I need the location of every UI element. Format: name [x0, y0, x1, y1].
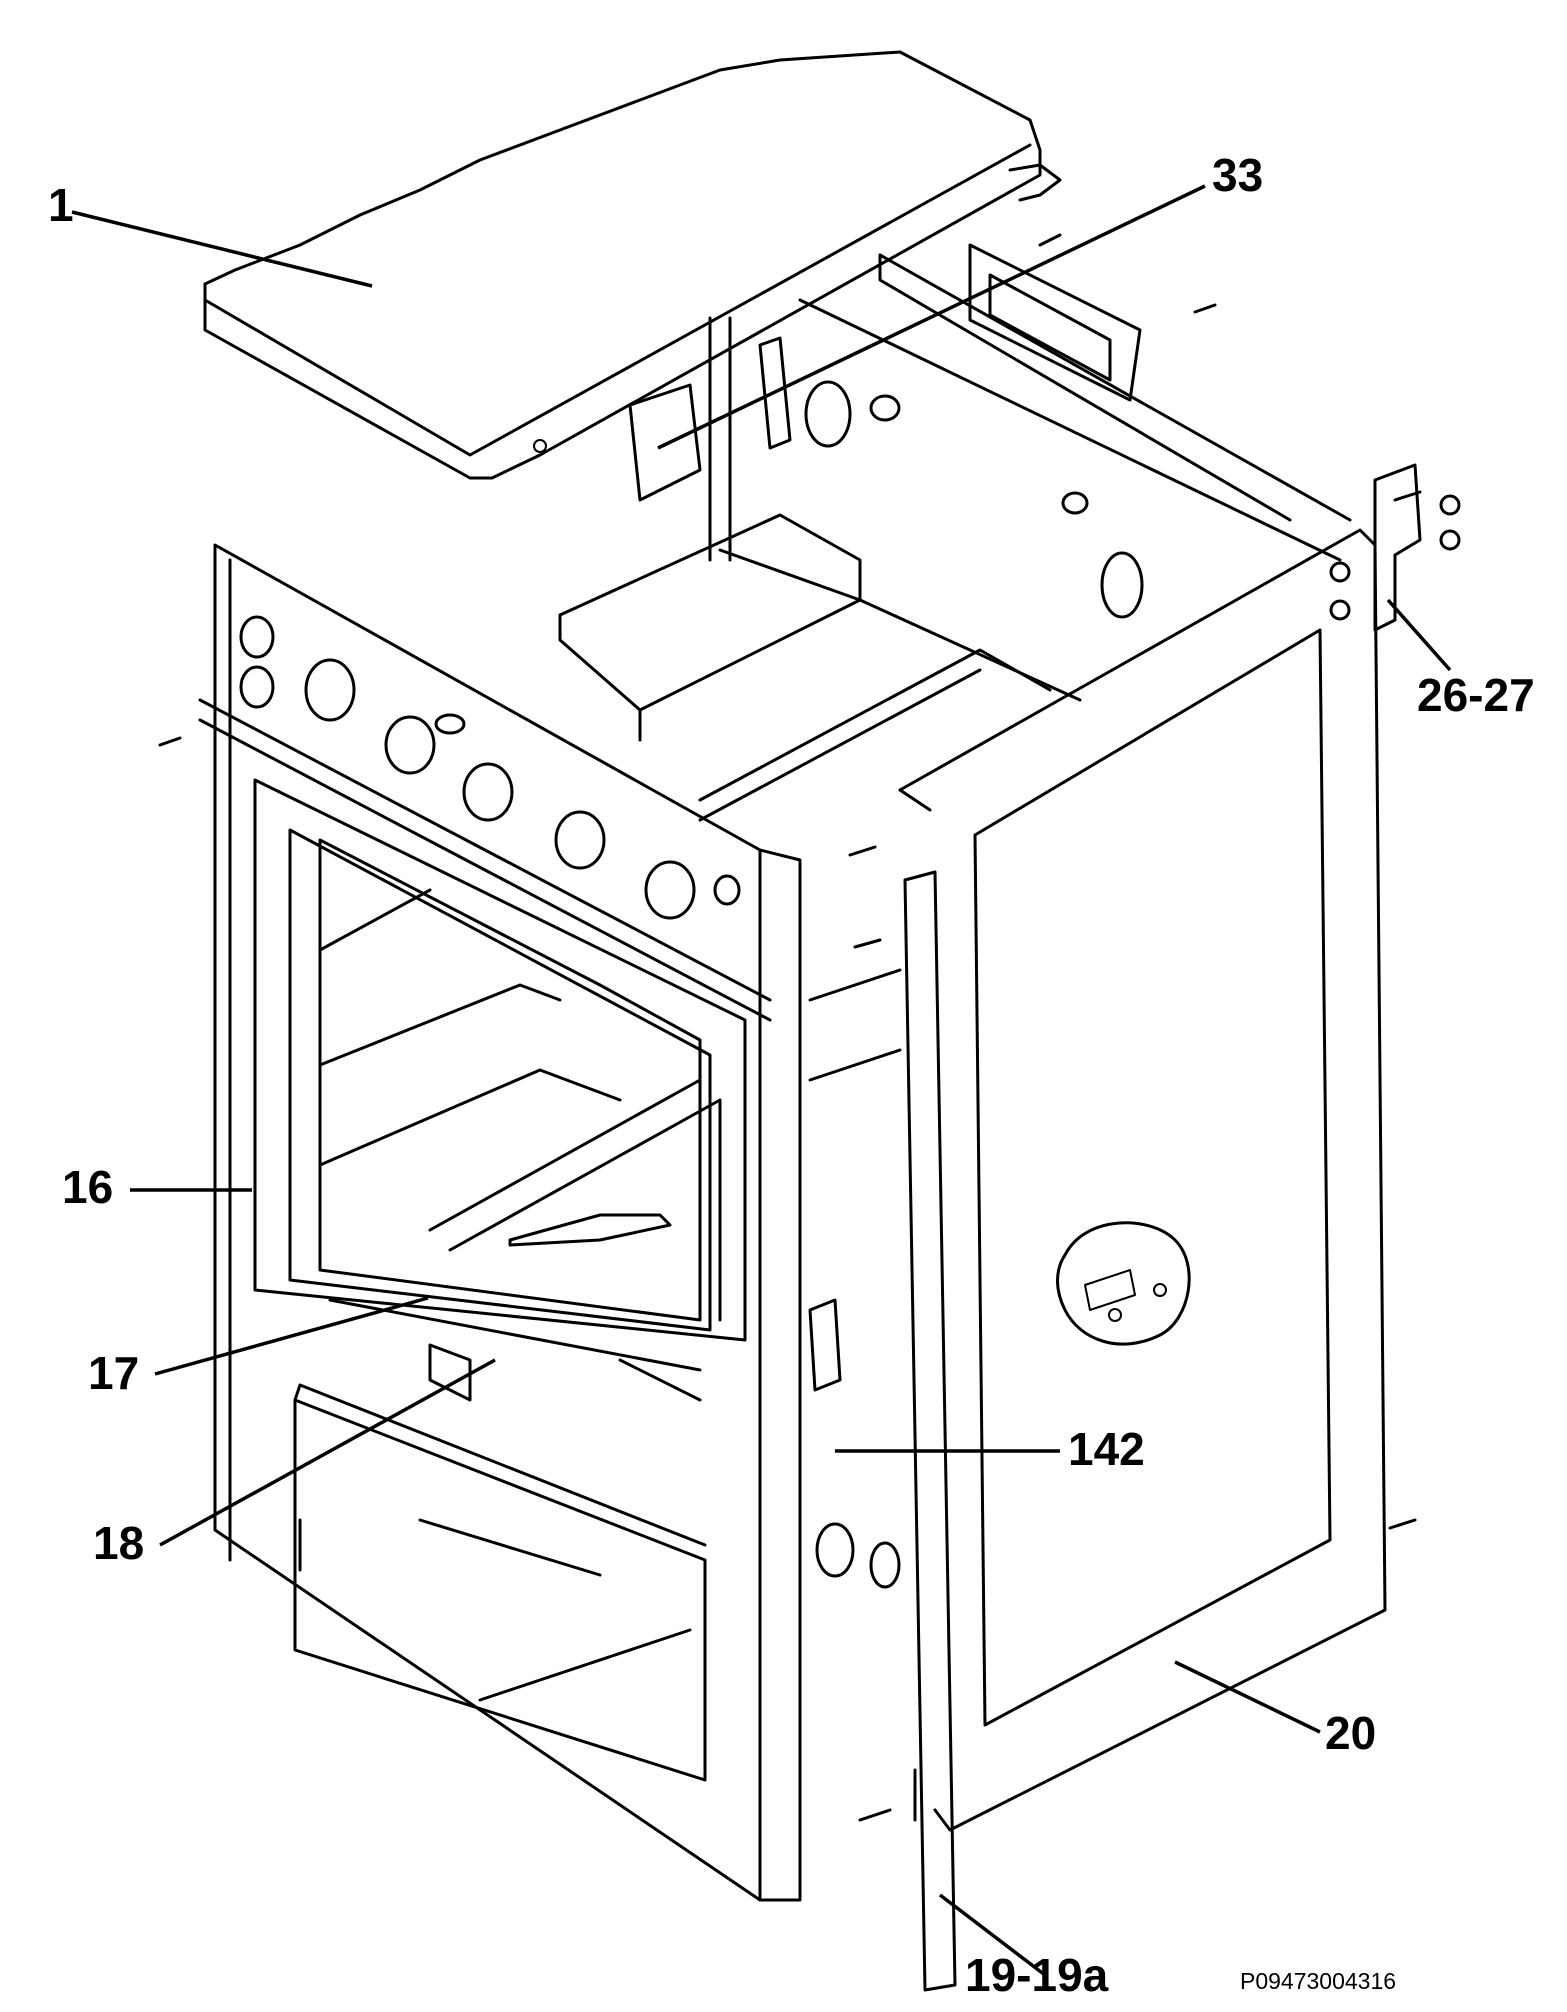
leader-lines: [71, 184, 1452, 1977]
trim-strip-part: [903, 870, 957, 1992]
leader-17: [154, 1296, 429, 1376]
callout-17: 17: [88, 1347, 140, 1399]
callout-20: 20: [1325, 1707, 1377, 1759]
lower-drawer: [293, 1383, 707, 1782]
callout-33: 33: [1212, 149, 1264, 201]
leader-1: [71, 210, 373, 288]
callout-16: 16: [62, 1161, 114, 1213]
callout-26-27: 26-27: [1417, 669, 1535, 721]
side-bracket-part: [1329, 463, 1461, 632]
oven-cavity: [253, 778, 747, 1402]
leader-19-19a: [938, 1893, 1047, 1977]
leader-18: [159, 1358, 496, 1547]
callout-1: 1: [48, 179, 74, 231]
top-panel-part: [203, 50, 1062, 480]
leader-33: [657, 184, 1206, 450]
callout-19-19a: 19-19a: [965, 1949, 1109, 2001]
callout-142: 142: [1068, 1423, 1145, 1475]
screw-fasteners: [158, 736, 1417, 1822]
insulation-block: [558, 513, 1082, 822]
leader-20: [1174, 1660, 1321, 1734]
leader-26-27: [1386, 598, 1452, 672]
drawing-code: P09473004316: [1240, 1968, 1397, 1994]
rear-frame: [628, 233, 1352, 619]
hinge-part: [798, 878, 902, 1892]
side-panel-part: [898, 528, 1387, 1832]
callout-18: 18: [93, 1517, 145, 1569]
